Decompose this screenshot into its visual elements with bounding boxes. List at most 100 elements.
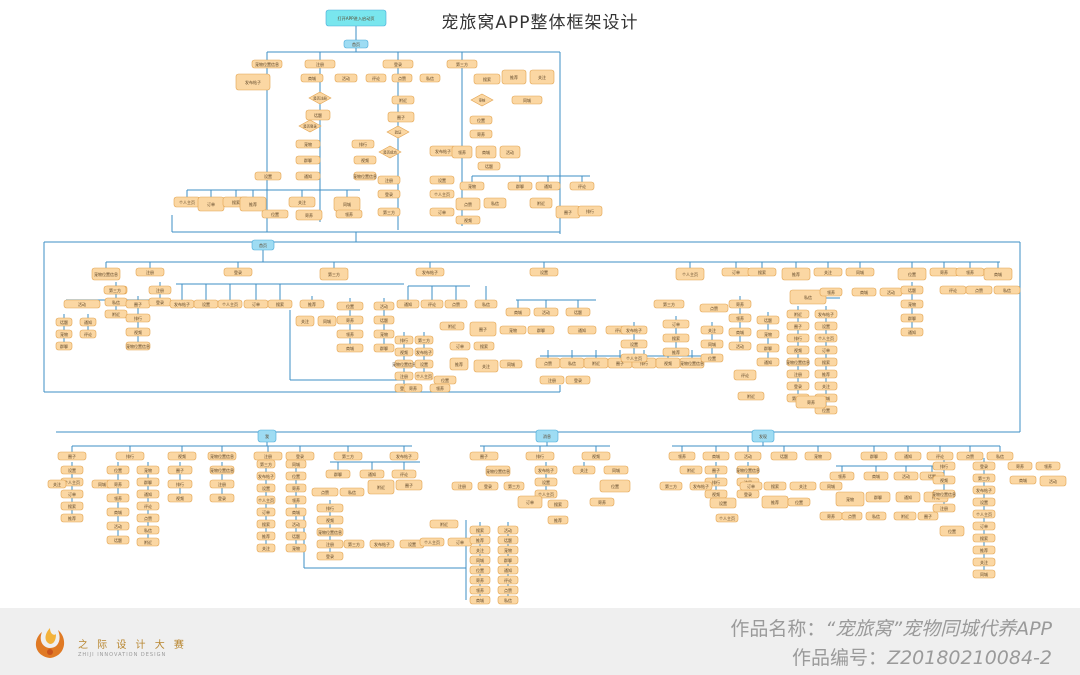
flow-node: 搜索 (662, 333, 690, 343)
svg-text:宠物位置信息: 宠物位置信息 (126, 343, 150, 349)
work-code-value: Z20180210084-2 (887, 647, 1052, 669)
flow-node: 宠物 (900, 299, 924, 309)
flow-node: 商城 (469, 595, 491, 605)
flow-node: 视频 (655, 357, 681, 369)
svg-text:是否注册: 是否注册 (313, 96, 327, 101)
flow-node: 排行 (167, 479, 193, 489)
svg-text:注册: 注册 (794, 371, 802, 377)
svg-text:订单: 订单 (526, 499, 534, 505)
flow-node: 附近 (104, 309, 128, 319)
flow-node: 注册 (253, 451, 283, 461)
svg-text:点赞: 点赞 (321, 489, 329, 495)
flow-node: 推荐 (239, 196, 267, 212)
flow-node: 设置 (193, 299, 219, 309)
flow-node: 第三方 (343, 539, 365, 549)
flow-node: 位置 (336, 301, 364, 311)
flow-node: 注册 (932, 503, 956, 513)
svg-text:注册: 注册 (264, 453, 272, 459)
flow-node: 商城 (702, 451, 730, 461)
flow-node: 宠物位置信息 (679, 357, 705, 369)
svg-text:注册: 注册 (385, 177, 393, 183)
flow-node: 宠物 (285, 543, 307, 553)
flow-node: 排行 (932, 461, 956, 471)
svg-text:附近: 附近 (901, 513, 909, 519)
svg-text:附近: 附近 (747, 393, 755, 399)
flow-node: 视频 (167, 451, 197, 461)
svg-text:第三方: 第三方 (328, 271, 340, 277)
flow-node: 评论 (939, 285, 967, 295)
svg-text:登录: 登录 (394, 61, 402, 67)
flow-node: 订单 (60, 489, 84, 499)
svg-text:商城: 商城 (736, 329, 744, 335)
flow-node: 群聊 (865, 491, 891, 503)
flow-node: 发布帖子 (169, 299, 195, 309)
flow-node: 圈子 (167, 465, 193, 475)
svg-text:订单: 订单 (747, 483, 755, 489)
flow-node: 点赞 (841, 511, 863, 521)
flow-node: 视频 (316, 515, 344, 525)
svg-text:同城: 同城 (98, 481, 106, 487)
flow-node: 寄养 (403, 383, 423, 393)
svg-text:视频: 视频 (134, 329, 142, 335)
flow-node: 圈子 (555, 205, 581, 219)
svg-text:宠物位置信息: 宠物位置信息 (255, 61, 279, 67)
flow-node: 关注 (813, 267, 843, 277)
flow-node: 发布帖子 (814, 309, 838, 319)
svg-text:排行: 排行 (134, 315, 142, 321)
flow-node: 点赞 (311, 487, 339, 497)
svg-text:群聊: 群聊 (870, 453, 878, 459)
flow-node: 点赞 (455, 197, 481, 211)
svg-text:登录: 登录 (484, 483, 492, 489)
svg-text:宠物: 宠物 (304, 141, 312, 147)
svg-text:商城: 商城 (308, 75, 316, 81)
flow-node: 搜索 (972, 533, 996, 543)
flow-node: 订单 (972, 521, 996, 531)
flow-node: 第三方 (256, 459, 276, 469)
flow-node: 个人主页 (256, 495, 276, 505)
flow-node: 宠物位置信息 (125, 341, 151, 351)
svg-text:同城: 同城 (507, 361, 515, 367)
svg-text:设置: 设置 (68, 467, 76, 473)
flow-node: 领养 (469, 585, 491, 595)
svg-text:商城: 商城 (872, 473, 880, 479)
flow-node: 领养 (429, 383, 451, 393)
svg-text:通知: 通知 (904, 494, 912, 500)
svg-text:宠物: 宠物 (509, 327, 517, 333)
svg-text:寄养: 寄养 (736, 301, 744, 307)
flow-node: 圈子 (387, 111, 415, 123)
flow-node: 评论 (733, 369, 757, 381)
flow-node: 发布帖子 (414, 347, 434, 357)
flow-node: 排行 (525, 451, 555, 461)
svg-text:个人主页: 个人主页 (258, 497, 274, 503)
svg-text:关注: 关注 (799, 483, 807, 489)
svg-text:关注: 关注 (824, 269, 832, 275)
svg-text:评论: 评论 (400, 471, 408, 477)
flow-node: 推荐 (60, 513, 84, 523)
svg-text:登录: 登录 (744, 491, 752, 497)
svg-text:发布帖子: 发布帖子 (435, 148, 451, 154)
flow-node: 活动 (373, 301, 395, 311)
flow-node: 同城 (819, 481, 843, 491)
svg-text:设置: 设置 (540, 269, 548, 275)
svg-text:第三方: 第三方 (456, 61, 468, 67)
flow-node: 关注 (288, 196, 316, 208)
svg-text:活动: 活动 (506, 149, 514, 155)
svg-text:点赞: 点赞 (398, 75, 406, 81)
svg-text:首页: 首页 (352, 41, 360, 47)
flow-node: 设置 (254, 171, 282, 181)
svg-text:推荐: 推荐 (249, 201, 257, 207)
svg-text:关注: 关注 (708, 327, 716, 333)
svg-text:群聊: 群聊 (908, 315, 916, 321)
flow-node: 商城 (300, 73, 324, 83)
svg-text:宠物位置信息: 宠物位置信息 (392, 361, 416, 367)
flow-node: 话题 (373, 315, 395, 325)
svg-text:宠物位置信息: 宠物位置信息 (210, 453, 234, 459)
svg-text:圈子: 圈子 (68, 453, 76, 459)
flow-node: 寄养 (728, 299, 752, 309)
svg-text:搜索: 搜索 (980, 535, 988, 541)
svg-text:搜索: 搜索 (672, 335, 680, 341)
svg-text:活动: 活动 (380, 303, 388, 309)
svg-text:私信: 私信 (872, 513, 880, 519)
svg-text:评论: 评论 (504, 577, 512, 583)
svg-text:订单: 订单 (822, 347, 830, 353)
